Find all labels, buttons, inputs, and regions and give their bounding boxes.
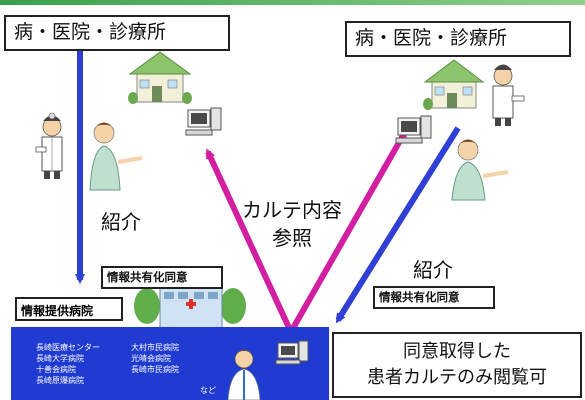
provider-hospitals-panel xyxy=(11,327,329,400)
karte-label-line1: カルテ内容 xyxy=(242,198,342,222)
hospital-name: 光晴会病院 xyxy=(131,354,171,363)
computer-icon-left xyxy=(185,107,222,136)
referral-label-right: 紹介 xyxy=(413,258,453,282)
provider-hospital-label: 情報提供病院 xyxy=(15,297,123,321)
computer-icon-right xyxy=(395,115,432,144)
clinic-house-icon-left xyxy=(128,51,192,104)
clinic-house-icon-right xyxy=(423,59,485,110)
referral-arrow-right xyxy=(335,126,461,324)
referral-label-left: 紹介 xyxy=(101,210,141,234)
viewing-scope-line1: 同意取得した xyxy=(403,341,511,362)
viewing-scope-box: 同意取得した 患者カルテのみ閲覧可 xyxy=(332,332,582,398)
consent-label-right: 情報共有化同意 xyxy=(373,286,495,309)
doctor-icon-left xyxy=(35,112,63,179)
nurse-icon-left xyxy=(89,122,143,191)
karte-label-line2: 参照 xyxy=(272,226,312,250)
hospital-name: 長崎市民病院 xyxy=(131,365,179,374)
doctor-icon-right xyxy=(492,64,525,126)
nurse-icon-right xyxy=(451,139,509,201)
karte-arrow-left xyxy=(205,148,293,332)
top-accent-bar xyxy=(0,0,585,5)
hospital-name: 大村市民病院 xyxy=(131,343,179,352)
viewing-scope-line2: 患者カルテのみ閲覧可 xyxy=(367,367,547,388)
hospital-name: 長崎大学病院 xyxy=(36,354,84,363)
karte-arrow-right xyxy=(289,128,408,332)
clinic-label-left: 病・医院・診療所 xyxy=(4,15,230,51)
karte-reference-label: カルテ内容 参照 xyxy=(228,196,356,252)
hospital-building-icon xyxy=(134,285,246,329)
consent-label-left: 情報共有化同意 xyxy=(101,266,223,289)
clinic-label-right: 病・医院・診療所 xyxy=(345,21,571,57)
hospital-name: 十善会病院 xyxy=(36,365,76,374)
hospital-name: 長崎医療センター xyxy=(36,343,100,352)
hospitals-etc-label: など xyxy=(200,386,216,395)
hospital-name: 長崎原爆病院 xyxy=(36,376,84,385)
